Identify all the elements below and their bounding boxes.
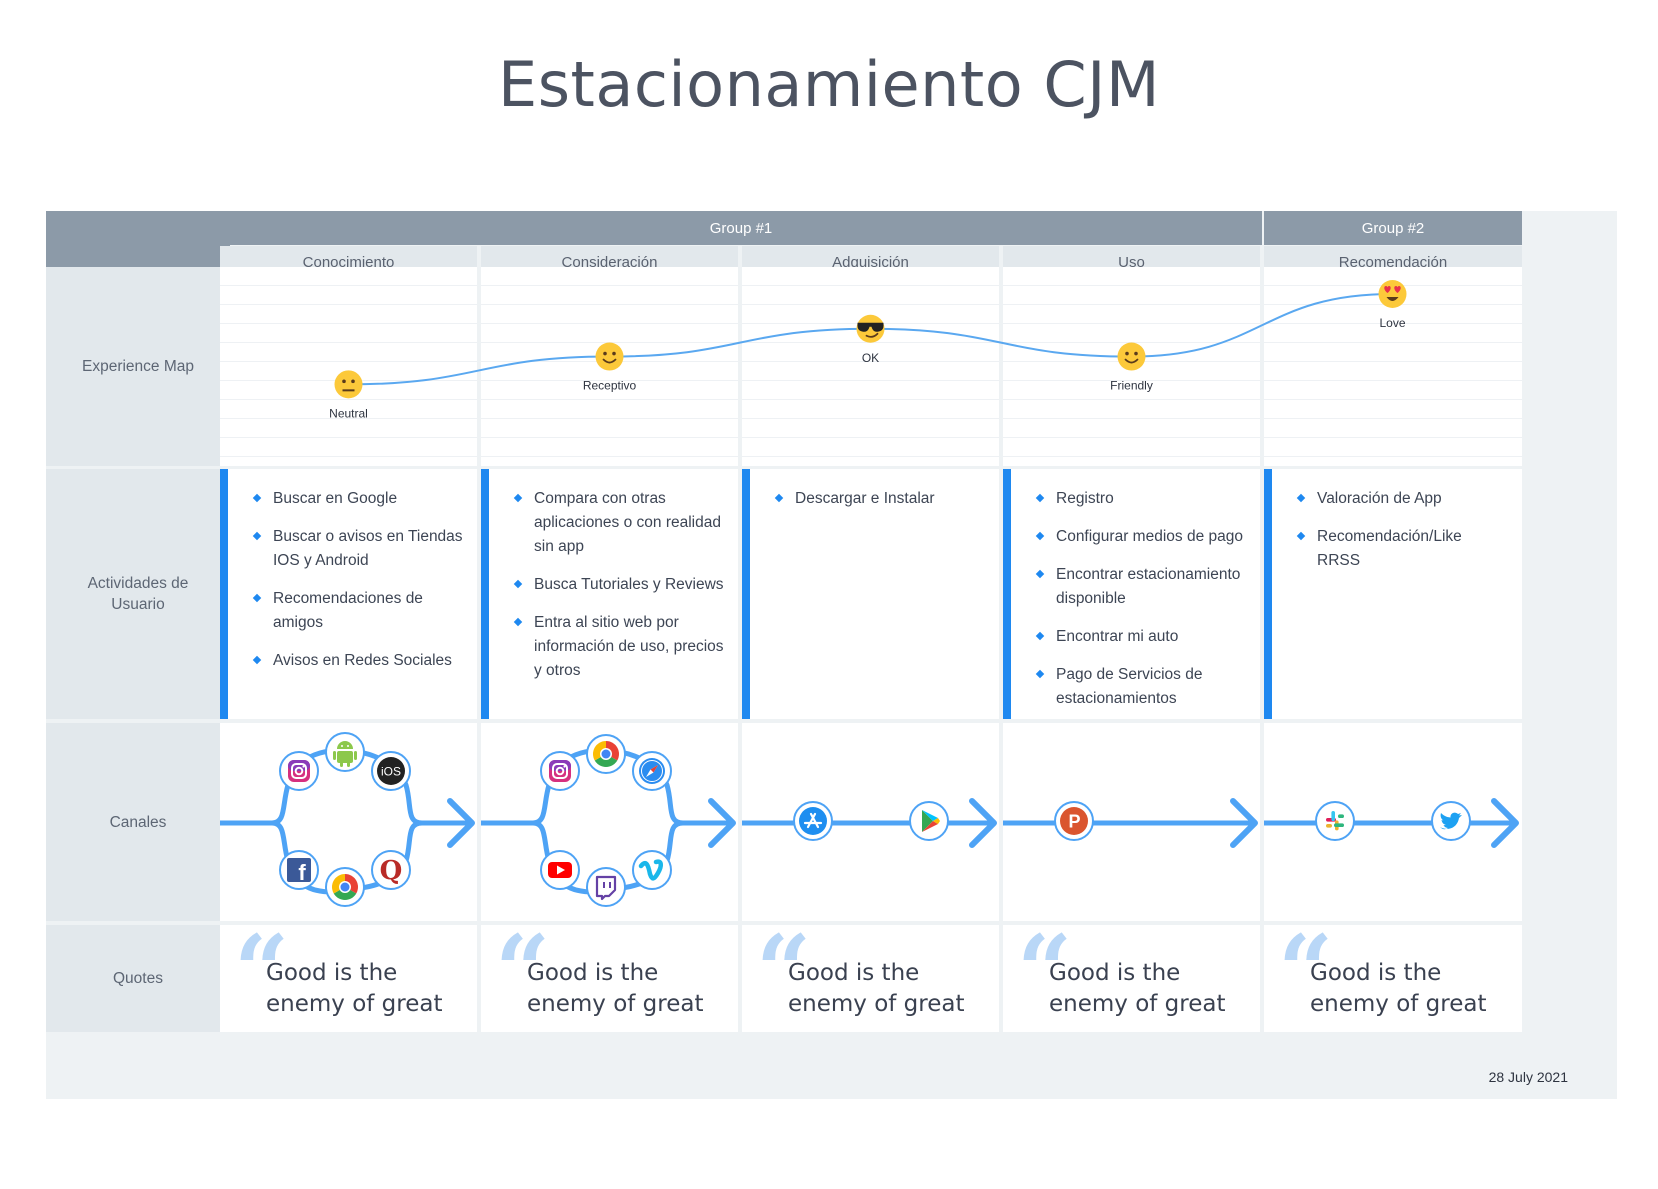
activities-cell-5: Valoración de App Recomendación/Like RRS… — [1264, 469, 1522, 719]
quote-cell-5: “ Good is the enemy of great — [1264, 914, 1522, 1032]
activity-item: Avisos en Redes Sociales — [252, 649, 463, 673]
quote-text: Good is the enemy of great — [266, 960, 443, 1017]
activity-item: Buscar en Google — [252, 487, 463, 511]
ios-icon-label: iOS — [381, 765, 401, 779]
quote-cell-3: “ Good is the enemy of great — [742, 914, 999, 1032]
product-hunt-icon-label: P — [1068, 812, 1080, 832]
instagram-icon[interactable] — [540, 751, 580, 791]
activity-item: Descargar e Instalar — [774, 487, 985, 511]
smiling-face-icon — [595, 342, 624, 371]
activity-item: Recomendaciones de amigos — [252, 587, 463, 635]
vimeo-icon[interactable] — [632, 850, 672, 890]
chrome-icon[interactable] — [325, 867, 365, 907]
activity-item: Compara con otras aplicaciones o con rea… — [513, 487, 724, 559]
quote-mark-icon: “ — [1278, 914, 1334, 1027]
quote-mark-icon: “ — [495, 914, 551, 1027]
footer-date: 28 July 2021 — [1488, 1069, 1568, 1085]
journey-map-grid: Group #1 Group #2 Conocimiento Considera… — [46, 211, 1617, 1099]
channel-flow-4: P — [1003, 798, 1258, 848]
experience-point-label: Neutral — [329, 406, 368, 420]
activities-cell-2: Compara con otras aplicaciones o con rea… — [481, 469, 738, 719]
activity-item: Buscar o avisos en Tiendas IOS y Android — [252, 525, 463, 573]
sunglasses-face-icon — [856, 314, 885, 343]
row-label-experience-map: Experience Map — [46, 267, 230, 466]
quote-text: Good is the enemy of great — [788, 960, 965, 1017]
experience-point-label: Love — [1379, 316, 1405, 330]
channel-flow-3 — [742, 798, 997, 848]
page-title: Estacionamiento CJM — [498, 48, 1160, 121]
quote-text: Good is the enemy of great — [1310, 960, 1487, 1017]
neutral-face-icon — [334, 370, 363, 399]
chrome-icon[interactable] — [586, 734, 626, 774]
app-store-icon[interactable] — [793, 801, 833, 841]
youtube-icon[interactable] — [540, 850, 580, 890]
experience-point-label: OK — [862, 351, 879, 365]
twitch-icon[interactable] — [586, 867, 626, 907]
activity-item: Valoración de App — [1296, 487, 1508, 511]
activities-cell-1: Buscar en Google Buscar o avisos en Tien… — [220, 469, 477, 719]
activity-item: Busca Tutoriales y Reviews — [513, 573, 724, 597]
facebook-icon[interactable]: f — [279, 850, 319, 890]
quote-mark-icon: “ — [1017, 914, 1073, 1027]
quote-cell-1: “ Good is the enemy of great — [220, 914, 477, 1032]
quora-icon[interactable]: Q — [371, 850, 411, 890]
row-label-activities: Actividades de Usuario — [46, 469, 230, 719]
smiling-face-icon — [1117, 342, 1146, 371]
experience-point-label: Friendly — [1110, 379, 1153, 393]
channels-cell-1: iOS f Q — [220, 723, 477, 921]
activity-item: Registro — [1035, 487, 1246, 511]
instagram-icon[interactable] — [279, 751, 319, 791]
channels-cell-5 — [1264, 723, 1522, 921]
channels-cell-4: P — [1003, 723, 1260, 921]
google-play-icon[interactable] — [909, 801, 949, 841]
activity-item: Encontrar mi auto — [1035, 625, 1246, 649]
facebook-icon-label: f — [298, 860, 306, 885]
quora-icon-label: Q — [380, 856, 403, 886]
product-hunt-icon[interactable]: P — [1054, 801, 1094, 841]
quote-text: Good is the enemy of great — [527, 960, 704, 1017]
channels-cell-3 — [742, 723, 999, 921]
activities-cell-3: Descargar e Instalar — [742, 469, 999, 719]
quote-text: Good is the enemy of great — [1049, 960, 1226, 1017]
experience-point-label: Receptivo — [583, 379, 637, 393]
activity-item: Encontrar estacionamiento disponible — [1035, 563, 1246, 611]
experience-cell-3 — [742, 267, 999, 466]
quote-mark-icon: “ — [234, 914, 290, 1027]
activities-cell-4: Registro Configurar medios de pago Encon… — [1003, 469, 1260, 719]
ios-icon[interactable]: iOS — [371, 751, 411, 791]
experience-cell-1 — [220, 267, 477, 466]
activity-item: Pago de Servicios de estacionamientos — [1035, 663, 1246, 711]
quote-cell-4: “ Good is the enemy of great — [1003, 914, 1260, 1032]
quote-mark-icon: “ — [756, 914, 812, 1027]
activity-item: Configurar medios de pago — [1035, 525, 1246, 549]
row-label-channels: Canales — [46, 723, 230, 921]
channel-flow-2 — [481, 734, 736, 907]
channel-flow-1: iOS f Q — [220, 732, 475, 907]
channels-cell-2 — [481, 723, 738, 921]
channel-flow-5 — [1264, 798, 1519, 848]
slack-icon[interactable] — [1315, 801, 1355, 841]
twitter-icon[interactable] — [1431, 801, 1471, 841]
heart-eyes-face-icon — [1378, 280, 1407, 308]
group-header-2: Group #2 — [1264, 211, 1522, 245]
quote-cell-2: “ Good is the enemy of great — [481, 914, 738, 1032]
android-icon[interactable] — [325, 732, 365, 772]
safari-icon[interactable] — [632, 751, 672, 791]
activity-item: Entra al sitio web por información de us… — [513, 611, 724, 683]
experience-curve-layer: Neutral Receptivo OK Friendly Love — [329, 280, 1407, 420]
group-header-1: Group #1 — [220, 211, 1262, 245]
activity-item: Recomendación/Like RRSS — [1296, 525, 1508, 573]
row-label-quotes: Quotes — [46, 925, 230, 1032]
